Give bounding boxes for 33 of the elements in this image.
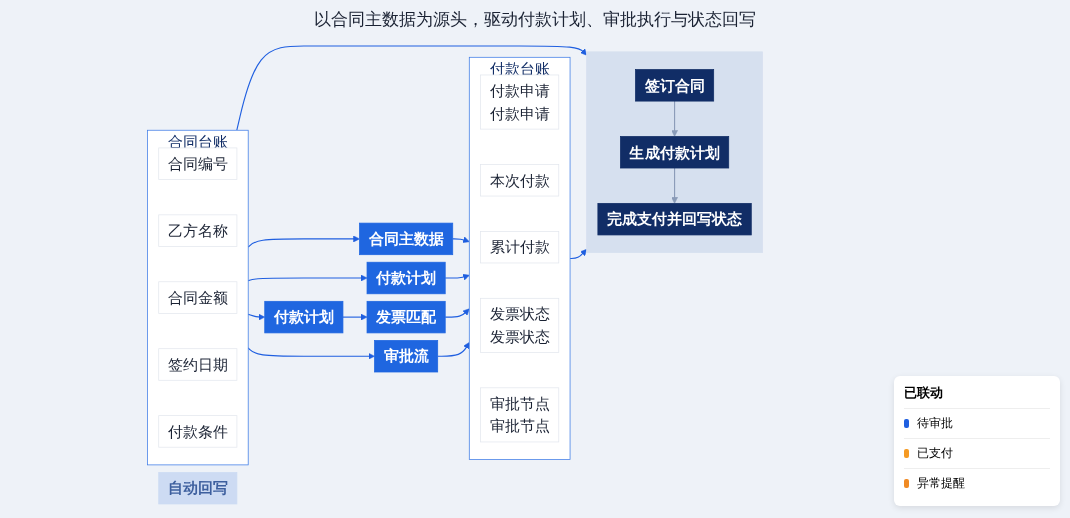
node-box: 审批流 — [374, 340, 439, 373]
node-box: 审批节点 审批节点 — [480, 387, 560, 443]
arrow — [437, 342, 470, 357]
arrow — [671, 100, 678, 137]
node-box: 合同主数据 — [359, 222, 454, 256]
node-box: 发票状态 发票状态 — [480, 297, 560, 353]
arrow — [247, 313, 266, 321]
arrow — [444, 274, 470, 281]
legend-text: 已支付 — [917, 445, 953, 462]
arrow — [342, 313, 368, 321]
node-box: 付款申请 付款申请 — [480, 74, 560, 130]
arrow — [671, 167, 678, 204]
node-box: 自动回写 — [158, 472, 238, 505]
node-box: 付款计划 — [264, 300, 344, 334]
node-box: 发票匹配 — [366, 300, 446, 334]
node-box: 生成付款计划 — [620, 136, 730, 169]
legend-text: 待审批 — [917, 415, 953, 432]
legend-text: 异常提醒 — [917, 475, 965, 492]
legend-heading: 已联动 — [904, 384, 944, 402]
node-box: 完成支付并回写状态 — [597, 203, 752, 236]
arrow — [452, 236, 470, 243]
node-box: 付款计划 — [366, 261, 446, 295]
arrow — [236, 45, 587, 131]
arrow — [569, 249, 587, 260]
arrow — [247, 347, 375, 360]
diagram-title: 以合同主数据为源头，驱动付款计划、审批执行与状态回写 — [313, 8, 757, 31]
arrow — [247, 274, 368, 282]
cluster — [586, 51, 763, 253]
arrow — [444, 308, 470, 318]
arrow — [247, 235, 360, 248]
node-box: 本次付款 — [480, 164, 560, 197]
node-box: 签订合同 — [635, 69, 715, 102]
node-box: 累计付款 — [480, 231, 560, 264]
